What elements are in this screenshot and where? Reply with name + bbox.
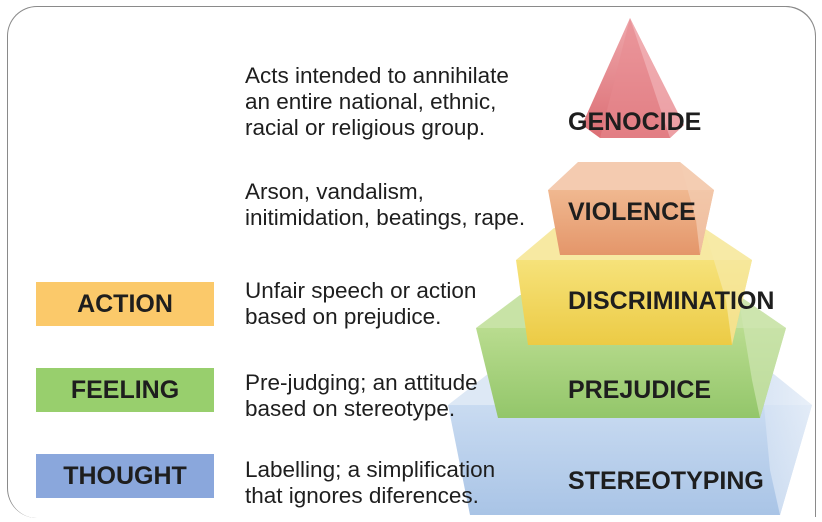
tag-action: ACTION <box>36 282 214 326</box>
desc-discrimination: Unfair speech or action based on prejudi… <box>245 278 476 330</box>
desc-line: based on prejudice. <box>245 304 442 329</box>
desc-violence: Arson, vandalism, initimidation, beating… <box>245 179 525 231</box>
desc-line: an entire national, ethnic, <box>245 89 497 114</box>
desc-line: that ignores diferences. <box>245 483 479 508</box>
tag-thought: THOUGHT <box>36 454 214 498</box>
desc-line: Acts intended to annihilate <box>245 63 509 88</box>
desc-line: based on stereotype. <box>245 396 456 421</box>
frame-corner <box>786 6 816 517</box>
desc-line: Arson, vandalism, <box>245 179 424 204</box>
desc-line: Unfair speech or action <box>245 278 477 303</box>
desc-stereotyping: Labelling; a simplification that ignores… <box>245 457 495 509</box>
level-prejudice: PREJUDICE <box>568 376 712 404</box>
level-stereotyping: STEREOTYPING <box>568 467 764 495</box>
desc-line: racial or religious group. <box>245 115 486 140</box>
desc-line: Pre-judging; an attitude <box>245 370 478 395</box>
desc-line: initimidation, beatings, rape. <box>245 205 526 230</box>
pyramid-tier-violence <box>548 162 714 255</box>
level-discrimination: DISCRIMINATION <box>568 287 775 315</box>
tag-feeling: FEELING <box>36 368 214 412</box>
desc-prejudice: Pre-judging; an attitude based on stereo… <box>245 370 478 422</box>
desc-genocide: Acts intended to annihilate an entire na… <box>245 63 509 141</box>
level-violence: VIOLENCE <box>568 198 696 226</box>
desc-line: Labelling; a simplification <box>245 457 496 482</box>
pyramid-tier-genocide <box>582 18 684 138</box>
diagram-frame <box>7 6 815 518</box>
level-genocide: GENOCIDE <box>568 108 702 136</box>
